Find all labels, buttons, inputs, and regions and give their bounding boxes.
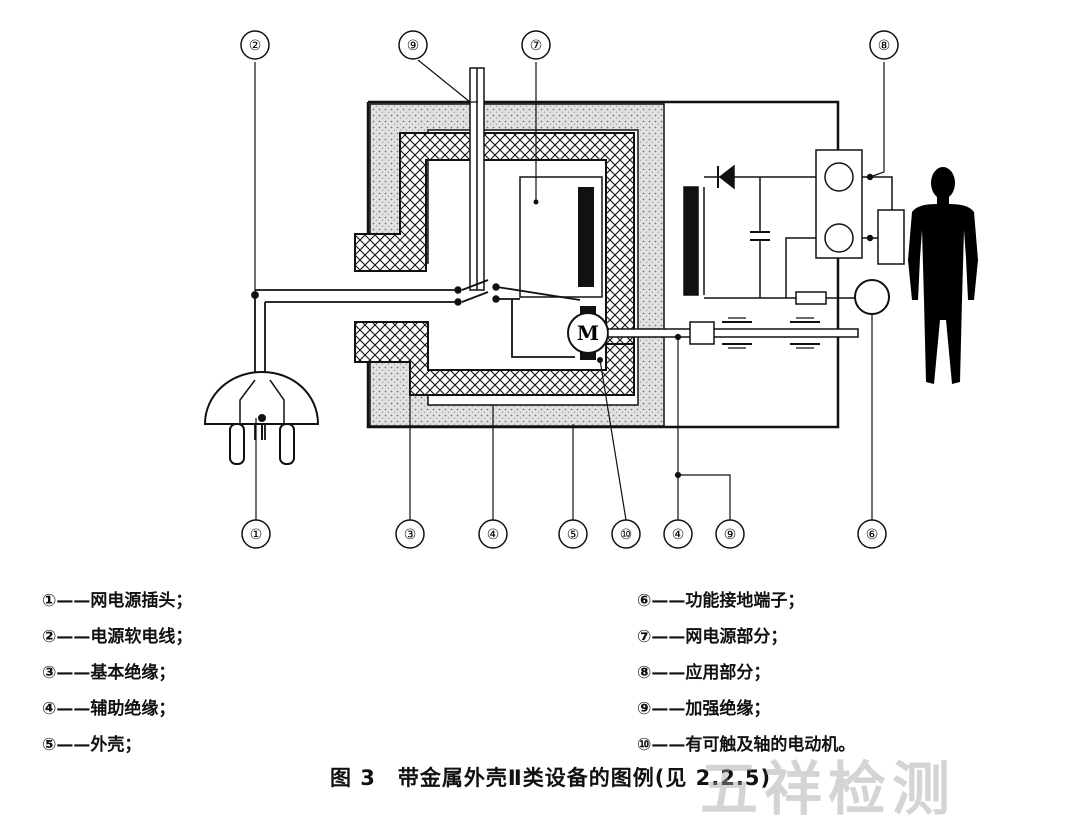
callout-top-8: ⑧: [869, 30, 899, 60]
legend-left: ①——网电源插头； ②——电源软电线； ③——基本绝缘； ④——辅助绝缘； ⑤—…: [42, 583, 192, 763]
callout-bottom-6: ⑥: [857, 519, 887, 549]
legend-item: ⑧——应用部分；: [637, 663, 771, 683]
mains-plug: [203, 370, 320, 465]
watermark: 五祥检测: [700, 755, 957, 823]
callout-bottom-5: ⑤: [558, 519, 588, 549]
legend-item: ⑦——网电源部分；: [637, 627, 788, 647]
callout-label: ⑧: [878, 38, 891, 54]
callout-top-2: ②: [240, 30, 270, 60]
legend-item: ⑨——加强绝缘；: [637, 699, 771, 719]
callout-label: ⑨: [407, 38, 420, 54]
callout-label: ⑥: [866, 527, 879, 543]
callout-label: ⑤: [567, 527, 580, 543]
reinforced-insulation-rod: [469, 67, 485, 291]
callout-label: ⑩: [620, 527, 633, 543]
legend-right: ⑥——功能接地端子； ⑦——网电源部分； ⑧——应用部分； ⑨——加强绝缘； ⑩…: [637, 583, 855, 763]
legend-item: ③——基本绝缘；: [42, 663, 176, 683]
callout-label: ④: [672, 527, 685, 543]
leader-lines: [254, 59, 885, 521]
figure-caption: 图 3 带金属外壳Ⅱ类设备的图例(见 2.2.5): [330, 766, 772, 790]
callout-bottom-10: ⑩: [611, 519, 641, 549]
legend-item: ⑩——有可触及轴的电动机。: [637, 735, 856, 755]
callout-top-9: ⑨: [398, 30, 428, 60]
legend-item: ①——网电源插头；: [42, 591, 193, 611]
callout-bottom-1: ①: [241, 519, 271, 549]
callout-top-7: ⑦: [521, 30, 551, 60]
mains-part: [519, 176, 603, 298]
callout-bottom-9: ⑨: [715, 519, 745, 549]
callout-bottom-4a: ④: [478, 519, 508, 549]
motor: M: [567, 306, 609, 363]
callout-label: ①: [250, 527, 263, 543]
motor-label: M: [577, 321, 599, 345]
legend-item: ⑥——功能接地端子；: [637, 591, 805, 611]
human-figure: [908, 167, 978, 384]
motor-shaft: [607, 317, 859, 349]
callout-label: ⑦: [530, 38, 543, 54]
legend-item: ④——辅助绝缘；: [42, 699, 176, 719]
diagram: M: [203, 30, 978, 549]
applied-part-circuit: [683, 149, 905, 305]
legend-item: ②——电源软电线；: [42, 627, 193, 647]
callout-label: ④: [487, 527, 500, 543]
functional-earth-terminal: [854, 279, 890, 315]
callout-label: ③: [404, 527, 417, 543]
callout-label: ②: [249, 38, 262, 54]
callout-bottom-3: ③: [395, 519, 425, 549]
callout-bottom-4b: ④: [663, 519, 693, 549]
callout-label: ⑨: [724, 527, 737, 543]
basic-insulation-lower: [354, 321, 635, 396]
legend-item: ⑤——外壳；: [42, 735, 142, 755]
